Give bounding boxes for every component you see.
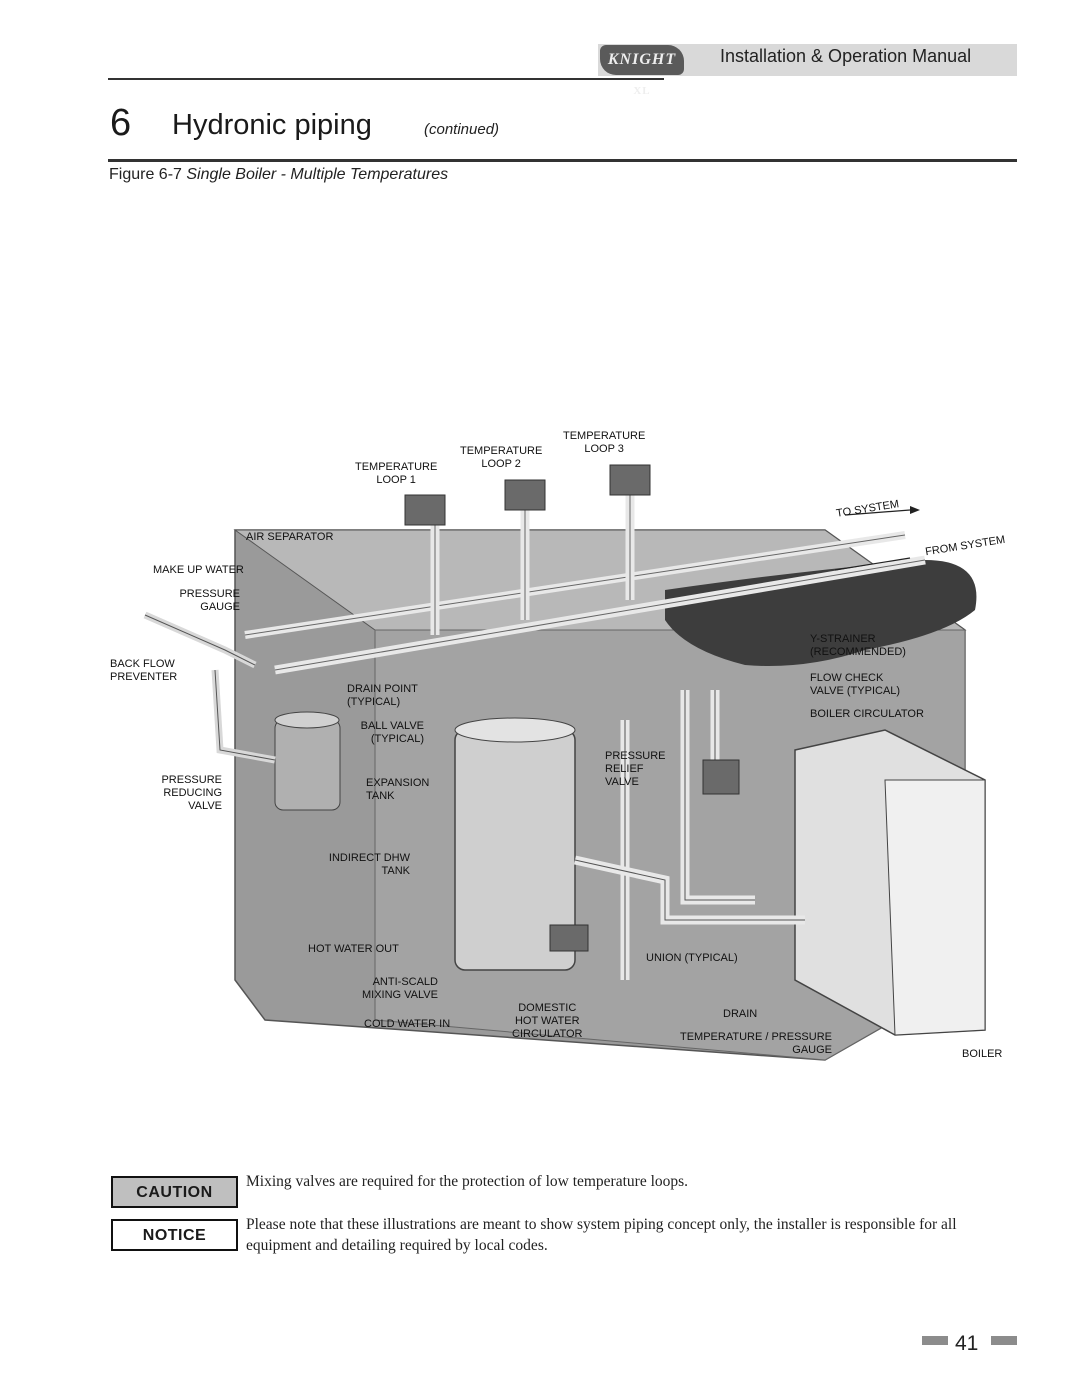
label-temperature-loop-2: TEMPERATURE LOOP 2 <box>460 445 543 470</box>
label-boiler-circulator: BOILER CIRCULATOR <box>810 708 924 720</box>
label-expansion-tank: EXPANSION TANK <box>366 777 430 802</box>
label-anti-scald-mixing-valve: ANTI-SCALD MIXING VALVE <box>361 976 438 1001</box>
label-pressure-gauge: PRESSURE GAUGE <box>179 588 240 613</box>
section-continued: (continued) <box>424 121 500 138</box>
label-y-strainer: Y-STRAINER (RECOMMENDED) <box>810 633 906 658</box>
section-number: 6 <box>110 102 132 144</box>
page-number-bar-right <box>991 1336 1017 1345</box>
label-domestic-hot-water-circulator: DOMESTIC HOT WATER CIRCULATOR <box>512 1002 583 1040</box>
label-temperature-pressure-gauge: TEMPERATURE / PRESSURE GAUGE <box>680 1031 832 1056</box>
label-pressure-reducing-valve: PRESSURE REDUCING VALVE <box>161 774 222 812</box>
page-number-bar-left <box>922 1336 948 1345</box>
label-boiler: BOILER <box>962 1048 1003 1060</box>
notice-text: Please note that these illustrations are… <box>246 1216 957 1254</box>
brand-logo: KNIGHT XL <box>600 45 684 97</box>
label-air-separator: AIR SEPARATOR <box>246 531 334 543</box>
page-number: 41 <box>955 1332 979 1355</box>
label-cold-water-in: COLD WATER IN <box>364 1018 451 1030</box>
label-drain: DRAIN <box>723 1008 758 1020</box>
label-hot-water-out: HOT WATER OUT <box>308 943 399 955</box>
piping-diagram <box>143 464 986 1061</box>
label-temperature-loop-1: TEMPERATURE LOOP 1 <box>355 461 438 486</box>
label-ball-valve: BALL VALVE (TYPICAL) <box>360 720 424 745</box>
label-back-flow-preventer: BACK FLOW PREVENTER <box>110 658 178 683</box>
label-indirect-dhw-tank: INDIRECT DHW TANK <box>328 852 410 877</box>
label-flow-check-valve: FLOW CHECK VALVE (TYPICAL) <box>810 672 901 697</box>
notice-badge: NOTICE <box>111 1219 238 1251</box>
label-pressure-relief-valve: PRESSURE RELIEF VALVE <box>605 750 666 788</box>
label-temperature-loop-3: TEMPERATURE LOOP 3 <box>563 430 646 455</box>
label-make-up-water: MAKE UP WATER <box>153 564 244 576</box>
label-drain-point: DRAIN POINT (TYPICAL) <box>347 683 418 708</box>
label-union-typical: UNION (TYPICAL) <box>646 952 738 964</box>
section-title: Hydronic piping <box>172 109 372 141</box>
section-rule <box>108 159 1017 162</box>
caution-text: Mixing valves are required for the prote… <box>246 1173 689 1190</box>
caution-badge: CAUTION <box>111 1176 238 1208</box>
header-rule <box>108 78 664 80</box>
figure-caption: Figure 6-7 Single Boiler - Multiple Temp… <box>109 166 449 183</box>
manual-title: Installation & Operation Manual <box>720 46 972 66</box>
